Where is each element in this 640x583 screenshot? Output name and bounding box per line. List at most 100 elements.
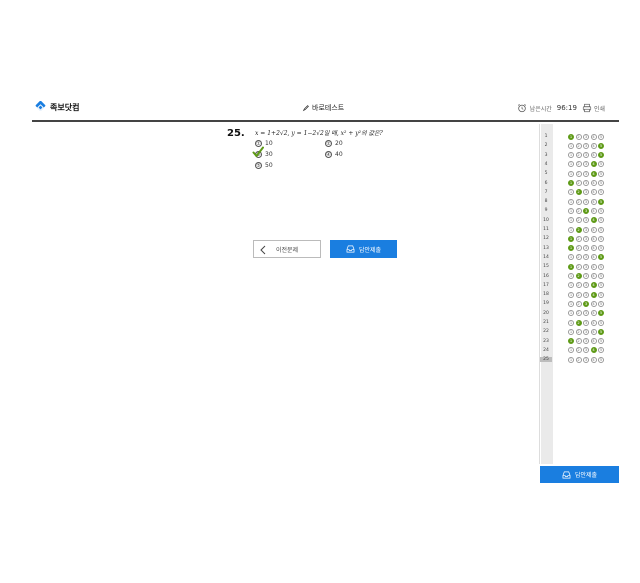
answer-bubble[interactable]: 2 — [575, 282, 582, 289]
answer-bubble[interactable]: 1 — [568, 300, 574, 307]
answer-bubble[interactable]: 3 — [583, 198, 589, 205]
answer-bubble[interactable]: 4 — [590, 207, 597, 214]
answer-bubble[interactable]: 4 — [590, 338, 597, 345]
answer-bubble[interactable]: 1 — [568, 347, 574, 354]
answer-row-number[interactable]: 1 — [544, 134, 548, 139]
answer-bubble[interactable]: 1 — [568, 226, 574, 233]
answer-bubble[interactable]: 3 — [583, 180, 589, 186]
answer-bubble[interactable]: 4 — [590, 263, 597, 270]
choice-2[interactable]: ② 20 — [325, 140, 343, 147]
answer-row-number[interactable]: 9 — [544, 208, 548, 214]
answer-bubble[interactable]: 3 — [583, 356, 589, 363]
answer-bubble[interactable]: 1 — [568, 170, 574, 177]
answer-bubble[interactable]: 1 — [568, 273, 574, 279]
answer-bubble[interactable]: 3 — [583, 235, 589, 242]
answer-bubble[interactable]: 3 — [583, 273, 589, 279]
answer-bubble[interactable]: 1 — [568, 180, 574, 186]
answer-row-number[interactable]: 13 — [543, 245, 549, 251]
answer-row-number[interactable]: 25 — [540, 357, 552, 363]
answer-bubble[interactable]: 2 — [575, 300, 582, 307]
answer-bubble[interactable]: 5 — [598, 198, 604, 205]
answer-bubble[interactable]: 4 — [590, 133, 597, 140]
answer-bubble[interactable]: 4 — [590, 170, 597, 177]
answer-bubble[interactable]: 4 — [590, 217, 597, 224]
answer-bubble[interactable]: 2 — [575, 310, 582, 317]
answer-bubble[interactable]: 1 — [568, 356, 574, 363]
answer-bubble[interactable]: 3 — [583, 161, 589, 168]
answer-bubble[interactable]: 2 — [575, 273, 582, 279]
answer-row-number[interactable]: 4 — [544, 161, 548, 167]
answer-bubble[interactable]: 1 — [568, 235, 574, 242]
answer-bubble[interactable]: 5 — [598, 347, 604, 354]
answer-bubble[interactable]: 3 — [583, 263, 589, 270]
answer-bubble[interactable]: 2 — [575, 328, 582, 335]
answer-row-number[interactable]: 23 — [543, 338, 549, 344]
answer-bubble[interactable]: 3 — [583, 328, 589, 335]
answer-bubble[interactable]: 5 — [598, 245, 604, 252]
answer-row-number[interactable]: 7 — [544, 189, 548, 195]
answer-bubble[interactable]: 4 — [590, 235, 597, 242]
answer-bubble[interactable]: 3 — [583, 319, 589, 326]
answer-bubble[interactable]: 4 — [590, 226, 597, 233]
answer-bubble[interactable]: 5 — [598, 263, 604, 270]
answer-bubble[interactable]: 2 — [575, 254, 582, 261]
answer-bubble[interactable]: 2 — [575, 245, 582, 252]
answer-bubble[interactable]: 5 — [598, 328, 604, 335]
answer-bubble[interactable]: 1 — [568, 319, 574, 326]
answer-bubble[interactable]: 3 — [583, 245, 589, 252]
answer-bubble[interactable]: 5 — [598, 226, 604, 233]
answer-bubble[interactable]: 2 — [575, 142, 582, 149]
answer-row-number[interactable]: 3 — [544, 152, 548, 158]
answer-bubble[interactable]: 3 — [583, 226, 589, 233]
answer-bubble[interactable]: 5 — [598, 170, 604, 177]
answer-bubble[interactable]: 2 — [575, 291, 582, 298]
answer-bubble[interactable]: 5 — [598, 300, 604, 307]
answer-row-number[interactable]: 17 — [543, 282, 549, 288]
answer-bubble[interactable]: 4 — [590, 300, 597, 307]
answer-bubble[interactable]: 5 — [598, 291, 604, 298]
answer-row-number[interactable]: 8 — [544, 199, 548, 205]
answer-row-number[interactable]: 19 — [543, 301, 549, 307]
answer-bubble[interactable]: 2 — [575, 207, 582, 214]
answer-bubble[interactable]: 3 — [583, 170, 589, 177]
answer-row-number[interactable]: 21 — [543, 320, 549, 325]
submit-answers-button[interactable]: 답안제출 — [330, 240, 397, 258]
answer-bubble[interactable]: 5 — [598, 273, 604, 279]
answer-row-number[interactable]: 15 — [543, 264, 549, 270]
answer-bubble[interactable]: 5 — [598, 319, 604, 326]
choice-1[interactable]: ① 10 — [255, 140, 273, 147]
answer-bubble[interactable]: 3 — [583, 347, 589, 354]
answer-row-number[interactable]: 24 — [543, 347, 549, 353]
answer-bubble[interactable]: 4 — [590, 254, 597, 261]
answer-bubble[interactable]: 5 — [598, 235, 604, 242]
answer-bubble[interactable]: 4 — [590, 198, 597, 205]
answer-bubble[interactable]: 5 — [598, 217, 604, 224]
answer-bubble[interactable]: 1 — [568, 254, 574, 261]
answer-bubble[interactable]: 1 — [568, 189, 574, 196]
answer-bubble[interactable]: 2 — [575, 161, 582, 168]
answer-bubble[interactable]: 4 — [590, 310, 597, 317]
answer-bubble[interactable]: 2 — [575, 170, 582, 177]
answer-bubble[interactable]: 3 — [583, 282, 589, 289]
answer-bubble[interactable]: 4 — [590, 273, 597, 279]
answer-bubble[interactable]: 5 — [598, 142, 604, 149]
answer-row-number[interactable]: 10 — [543, 217, 549, 223]
answer-bubble[interactable]: 4 — [590, 347, 597, 354]
answer-bubble[interactable]: 4 — [590, 152, 597, 159]
answer-bubble[interactable]: 2 — [575, 263, 582, 270]
answer-bubble[interactable]: 3 — [583, 338, 589, 345]
answer-bubble[interactable]: 2 — [575, 226, 582, 233]
answer-bubble[interactable]: 2 — [575, 180, 582, 186]
answer-bubble[interactable]: 5 — [598, 338, 604, 345]
answer-row-number[interactable]: 22 — [543, 329, 549, 335]
answer-bubble[interactable]: 1 — [568, 133, 574, 140]
answer-bubble[interactable]: 3 — [583, 207, 589, 214]
answer-bubble[interactable]: 2 — [575, 235, 582, 242]
answer-bubble[interactable]: 4 — [590, 291, 597, 298]
answer-bubble[interactable]: 4 — [590, 356, 597, 363]
answer-bubble[interactable]: 4 — [590, 328, 597, 335]
answer-row-number[interactable]: 20 — [543, 310, 549, 316]
answer-bubble[interactable]: 4 — [590, 319, 597, 326]
answer-bubble[interactable]: 1 — [568, 207, 574, 214]
answer-bubble[interactable]: 5 — [598, 189, 604, 196]
